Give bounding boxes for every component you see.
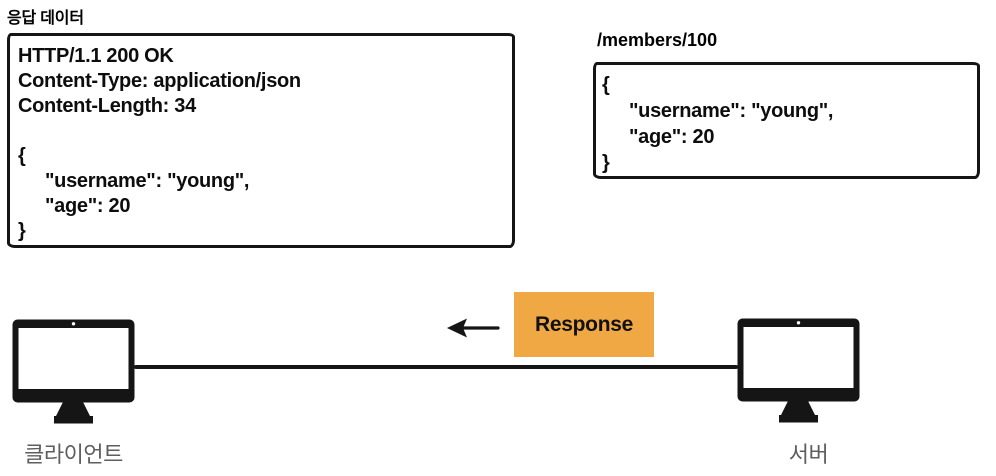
json-username-line: "username": "young",	[629, 100, 834, 122]
json-age-line: "age": 20	[45, 195, 131, 217]
server-monitor-icon	[737, 318, 860, 423]
content-length-line: Content-Length: 34	[18, 95, 196, 117]
response-message-box: HTTP/1.1 200 OK Content-Type: applicatio…	[7, 33, 515, 248]
blank-line	[18, 119, 502, 144]
left-arrow-icon	[447, 318, 500, 338]
client-label: 클라이언트	[24, 442, 123, 467]
server-label: 서버	[788, 442, 829, 467]
response-badge: Response	[514, 292, 654, 357]
diagram-title: 응답 데이터	[7, 10, 84, 27]
http-status-line: HTTP/1.1 200 OK	[18, 45, 174, 67]
json-open-brace: {	[18, 145, 26, 167]
json-open-brace: {	[602, 74, 610, 96]
endpoint-label: /members/100	[597, 30, 718, 50]
json-close-brace: }	[18, 220, 26, 242]
json-close-brace: }	[602, 152, 610, 174]
connection-line	[134, 365, 738, 369]
response-badge-label: Response	[535, 312, 633, 336]
client-monitor-icon	[12, 319, 135, 424]
json-age-line: "age": 20	[629, 126, 715, 148]
server-data-box: { "username": "young", "age": 20 }	[593, 62, 980, 179]
json-username-line: "username": "young",	[45, 170, 250, 192]
content-type-line: Content-Type: application/json	[18, 70, 301, 92]
